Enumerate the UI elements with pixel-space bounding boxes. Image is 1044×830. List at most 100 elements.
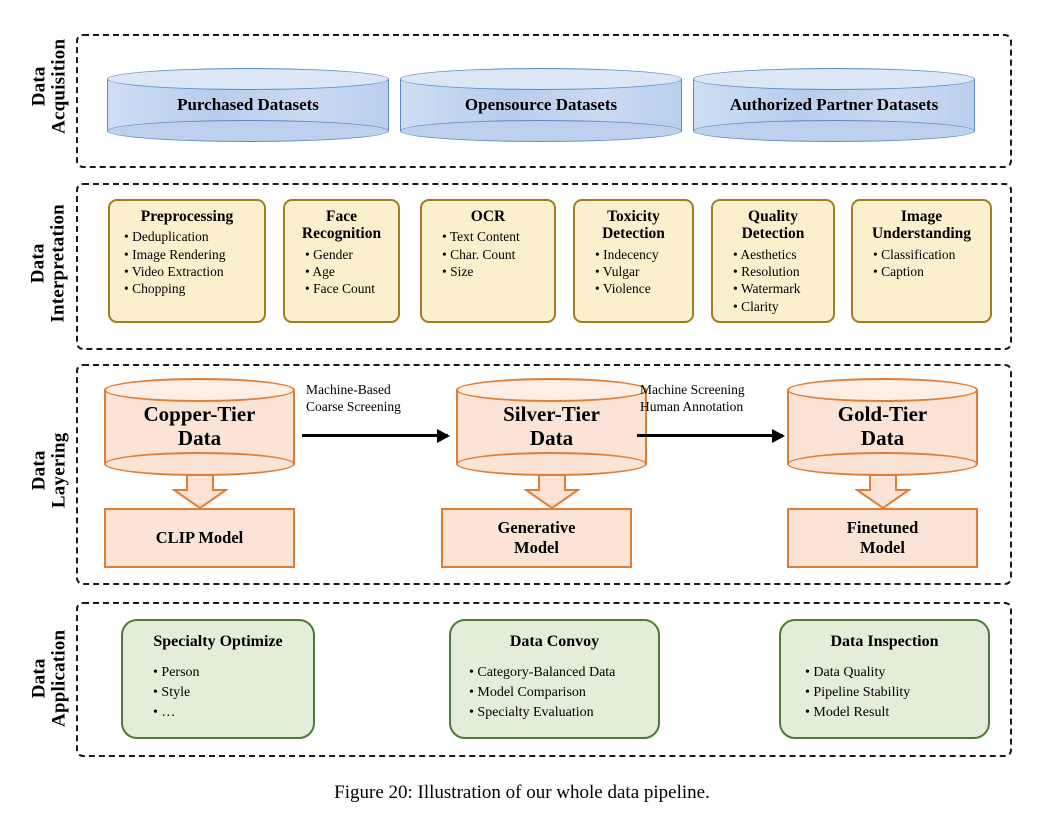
card-specialty-optimize[interactable]: Specialty Optimize Person Style … (121, 619, 315, 739)
list-item: Model Result (805, 703, 978, 723)
row-label-line2: Layering (49, 432, 70, 509)
transition-label-line1: Machine-Based (306, 382, 391, 397)
card-title: Data Inspection (830, 633, 939, 650)
card-bullet-list: Indecency Vulgar Violence (581, 246, 686, 298)
card-title-line2: Detection (741, 225, 805, 243)
transition-label-2: Machine Screening Human Annotation (640, 382, 800, 416)
row-label-line1: Data (28, 658, 50, 699)
band-data-interpretation (76, 183, 1012, 350)
cylinder-label: Purchased Datasets (177, 95, 319, 114)
cylinder-label: Opensource Datasets (464, 95, 618, 114)
card-bullet-list: Text Content Char. Count Size (428, 228, 548, 280)
row-label-data-acquisition: Data Acquisition (29, 26, 71, 146)
list-item: Deduplication (124, 228, 258, 245)
list-item: Caption (873, 263, 984, 280)
list-item: Person (153, 663, 303, 683)
list-item: … (153, 703, 303, 723)
cylinder-top-cap (107, 68, 389, 90)
card-bullet-list: Aesthetics Resolution Watermark Clarity (719, 246, 827, 315)
list-item: Age (305, 263, 392, 280)
box-clip-model[interactable]: CLIP Model (104, 508, 295, 568)
box-label-line2: Model (514, 538, 559, 557)
cylinder-label-line2: Data (860, 426, 905, 450)
band-data-layering (76, 364, 1012, 585)
row-label-line2: Acquisition (49, 38, 70, 134)
cylinder-bottom-cap (107, 120, 389, 142)
arrow-shape (855, 474, 911, 510)
box-finetuned-model[interactable]: Finetuned Model (787, 508, 978, 568)
list-item: Data Quality (805, 663, 978, 683)
card-title-line1: Preprocessing (140, 208, 234, 225)
card-title-line1: Face (326, 208, 357, 225)
card-toxicity-detection[interactable]: Toxicity Detection Indecency Vulgar Viol… (573, 199, 694, 323)
card-quality-detection[interactable]: Quality Detection Aesthetics Resolution … (711, 199, 835, 323)
cylinder-label-line1: Copper-Tier (143, 402, 256, 427)
card-title: OCR (428, 208, 548, 225)
transition-label-line2: Coarse Screening (306, 398, 401, 414)
list-item: Pipeline Stability (805, 683, 978, 703)
card-data-convoy[interactable]: Data Convoy Category-Balanced Data Model… (449, 619, 660, 739)
list-item: Size (442, 263, 548, 280)
arrow-copper-to-silver (302, 434, 448, 438)
cylinder-silver-tier-data[interactable]: Silver-Tier Data (456, 378, 647, 476)
card-bullet-list: Data Quality Pipeline Stability Model Re… (791, 663, 978, 723)
card-title-line1: OCR (470, 208, 506, 225)
list-item: Model Comparison (469, 683, 648, 703)
down-arrow-copper-to-clip (172, 474, 228, 510)
card-title: Data Convoy (509, 633, 600, 650)
card-bullet-list: Category-Balanced Data Model Comparison … (461, 663, 648, 723)
list-item: Category-Balanced Data (469, 663, 648, 683)
cylinder-opensource-datasets[interactable]: Opensource Datasets (400, 68, 682, 142)
box-label-line1: Finetuned (846, 518, 919, 538)
list-item: Text Content (442, 228, 548, 245)
card-title: Toxicity Detection (581, 208, 686, 243)
row-label-line2: Application (49, 629, 70, 727)
box-label-line1: Generative (497, 518, 576, 538)
cylinder-top-cap (456, 378, 647, 402)
list-item: Indecency (595, 246, 686, 263)
cylinder-label-line2: Data (177, 426, 222, 450)
cylinder-purchased-datasets[interactable]: Purchased Datasets (107, 68, 389, 142)
cylinder-label: Copper-Tier Data (104, 378, 295, 476)
list-item: Gender (305, 246, 392, 263)
card-title-line1: Toxicity (607, 208, 660, 225)
list-item: Specialty Evaluation (469, 703, 648, 723)
list-item: Video Extraction (124, 263, 258, 280)
list-item: Style (153, 683, 303, 703)
cylinder-bottom-cap (400, 120, 682, 142)
box-generative-model[interactable]: Generative Model (441, 508, 632, 568)
arrow-silver-to-gold (637, 434, 783, 438)
cylinder-label: Silver-Tier Data (456, 378, 647, 476)
cylinder-label: Authorized Partner Datasets (729, 95, 939, 114)
list-item: Aesthetics (733, 246, 827, 263)
card-bullet-list: Deduplication Image Rendering Video Extr… (116, 228, 258, 297)
cylinder-label-line2: Data (529, 426, 574, 450)
cylinder-top-cap (104, 378, 295, 402)
list-item: Resolution (733, 263, 827, 280)
card-face-recognition[interactable]: Face Recognition Gender Age Face Count (283, 199, 400, 323)
card-ocr[interactable]: OCR Text Content Char. Count Size (420, 199, 556, 323)
row-label-data-application: Data Application (28, 614, 71, 742)
card-image-understanding[interactable]: Image Understanding Classification Capti… (851, 199, 992, 323)
list-item: Classification (873, 246, 984, 263)
card-data-inspection[interactable]: Data Inspection Data Quality Pipeline St… (779, 619, 990, 739)
row-label-line2: Interpretation (48, 204, 69, 323)
row-label-line1: Data (28, 450, 50, 491)
card-preprocessing[interactable]: Preprocessing Deduplication Image Render… (108, 199, 266, 323)
down-arrow-silver-to-generative (524, 474, 580, 510)
card-bullet-list: Gender Age Face Count (291, 246, 392, 298)
card-title: Specialty Optimize (153, 633, 283, 650)
row-label-data-layering: Data Layering (28, 408, 71, 532)
cylinder-authorized-partner-datasets[interactable]: Authorized Partner Datasets (693, 68, 975, 142)
cylinder-bottom-cap (104, 452, 295, 476)
transition-label-1: Machine-Based Coarse Screening (306, 382, 458, 416)
cylinder-gold-tier-data[interactable]: Gold-Tier Data (787, 378, 978, 476)
figure-caption: Figure 20: Illustration of our whole dat… (334, 782, 710, 803)
list-item: Clarity (733, 298, 827, 315)
card-title-line2: Detection (602, 225, 665, 243)
arrow-shape (172, 474, 228, 510)
transition-label-line1: Machine Screening (640, 382, 745, 397)
cylinder-top-cap (400, 68, 682, 90)
cylinder-copper-tier-data[interactable]: Copper-Tier Data (104, 378, 295, 476)
down-arrow-gold-to-finetuned (855, 474, 911, 510)
